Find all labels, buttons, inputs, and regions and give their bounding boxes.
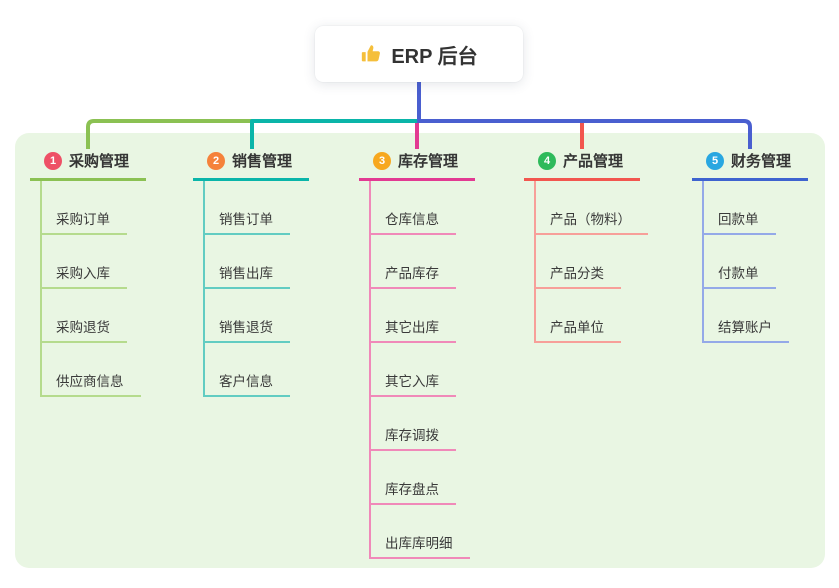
branch-node-5[interactable]: 5 财务管理回款单付款单结算账户 <box>692 150 808 343</box>
child-label: 回款单 <box>704 208 776 235</box>
branch-label: 库存管理 <box>398 153 459 170</box>
child-node[interactable]: 库存调拨 <box>371 397 475 451</box>
branch-number-badge: 3 <box>373 151 391 170</box>
child-node[interactable]: 结算账户 <box>704 289 808 343</box>
root-title: ERP 后台 <box>391 45 478 68</box>
child-label: 客户信息 <box>205 370 290 397</box>
child-node[interactable]: 出库库明细 <box>371 505 475 559</box>
child-label: 采购入库 <box>42 262 127 289</box>
child-node[interactable]: 回款单 <box>704 181 808 235</box>
branch-children: 销售订单销售出库销售退货客户信息 <box>203 181 309 397</box>
child-label: 仓库信息 <box>371 208 456 235</box>
branch-children: 回款单付款单结算账户 <box>702 181 808 343</box>
child-label: 销售退货 <box>205 316 290 343</box>
branch-node-3[interactable]: 3 库存管理仓库信息产品库存其它出库其它入库库存调拨库存盘点出库库明细 <box>359 150 475 559</box>
branch-node-2[interactable]: 2 销售管理销售订单销售出库销售退货客户信息 <box>193 150 309 397</box>
branch-label: 产品管理 <box>563 153 624 170</box>
thumbs-up-icon <box>360 43 382 65</box>
child-label: 产品分类 <box>536 262 621 289</box>
branch-header[interactable]: 4 产品管理 <box>524 150 640 181</box>
bus-segment-green <box>86 119 252 149</box>
bus-segment-blue <box>417 119 752 149</box>
child-node[interactable]: 销售出库 <box>205 235 309 289</box>
child-label: 库存调拨 <box>371 424 456 451</box>
child-node[interactable]: 产品（物料） <box>536 181 648 235</box>
branch-children: 产品（物料） 产品分类产品单位 <box>534 181 648 343</box>
branch-node-4[interactable]: 4 产品管理产品（物料） 产品分类产品单位 <box>524 150 648 343</box>
branch-number-badge: 1 <box>44 151 62 170</box>
child-label: 产品库存 <box>371 262 456 289</box>
branch-label: 财务管理 <box>731 153 792 170</box>
branch-header[interactable]: 1 采购管理 <box>30 150 146 181</box>
child-label: 出库库明细 <box>371 532 470 559</box>
child-label: 产品单位 <box>536 316 621 343</box>
child-node[interactable]: 采购退货 <box>42 289 146 343</box>
child-node[interactable]: 采购入库 <box>42 235 146 289</box>
canvas-panel <box>15 133 825 568</box>
child-node[interactable]: 产品分类 <box>536 235 640 289</box>
branch-children: 采购订单采购入库采购退货供应商信息 <box>40 181 146 397</box>
branch-number-badge: 2 <box>207 151 225 170</box>
branch-node-1[interactable]: 1 采购管理采购订单采购入库采购退货供应商信息 <box>30 150 146 397</box>
child-node[interactable]: 供应商信息 <box>42 343 146 397</box>
child-label: 采购退货 <box>42 316 127 343</box>
child-node[interactable]: 产品库存 <box>371 235 475 289</box>
child-label: 其它入库 <box>371 370 456 397</box>
branch-header[interactable]: 3 库存管理 <box>359 150 475 181</box>
branch-children: 仓库信息产品库存其它出库其它入库库存调拨库存盘点出库库明细 <box>369 181 475 559</box>
child-label: 库存盘点 <box>371 478 456 505</box>
child-node[interactable]: 库存盘点 <box>371 451 475 505</box>
branch-label: 采购管理 <box>69 153 130 170</box>
child-label: 其它出库 <box>371 316 456 343</box>
child-label: 结算账户 <box>704 316 789 343</box>
child-node[interactable]: 销售订单 <box>205 181 309 235</box>
child-node[interactable]: 采购订单 <box>42 181 146 235</box>
branch-label: 销售管理 <box>232 153 293 170</box>
branch-number-badge: 4 <box>538 151 556 170</box>
branch-header[interactable]: 5 财务管理 <box>692 150 808 181</box>
root-node[interactable]: ERP 后台 <box>315 26 523 82</box>
child-label: 供应商信息 <box>42 370 141 397</box>
child-node[interactable]: 付款单 <box>704 235 808 289</box>
child-node[interactable]: 其它入库 <box>371 343 475 397</box>
child-node[interactable]: 客户信息 <box>205 343 309 397</box>
branch-number-badge: 5 <box>706 151 724 170</box>
child-label: 销售订单 <box>205 208 290 235</box>
child-node[interactable]: 其它出库 <box>371 289 475 343</box>
child-label: 产品（物料） <box>536 208 648 235</box>
child-node[interactable]: 产品单位 <box>536 289 640 343</box>
child-label: 销售出库 <box>205 262 290 289</box>
child-node[interactable]: 仓库信息 <box>371 181 475 235</box>
child-node[interactable]: 销售退货 <box>205 289 309 343</box>
branch-header[interactable]: 2 销售管理 <box>193 150 309 181</box>
child-label: 采购订单 <box>42 208 127 235</box>
child-label: 付款单 <box>704 262 776 289</box>
bus-segment-teal <box>250 119 419 149</box>
